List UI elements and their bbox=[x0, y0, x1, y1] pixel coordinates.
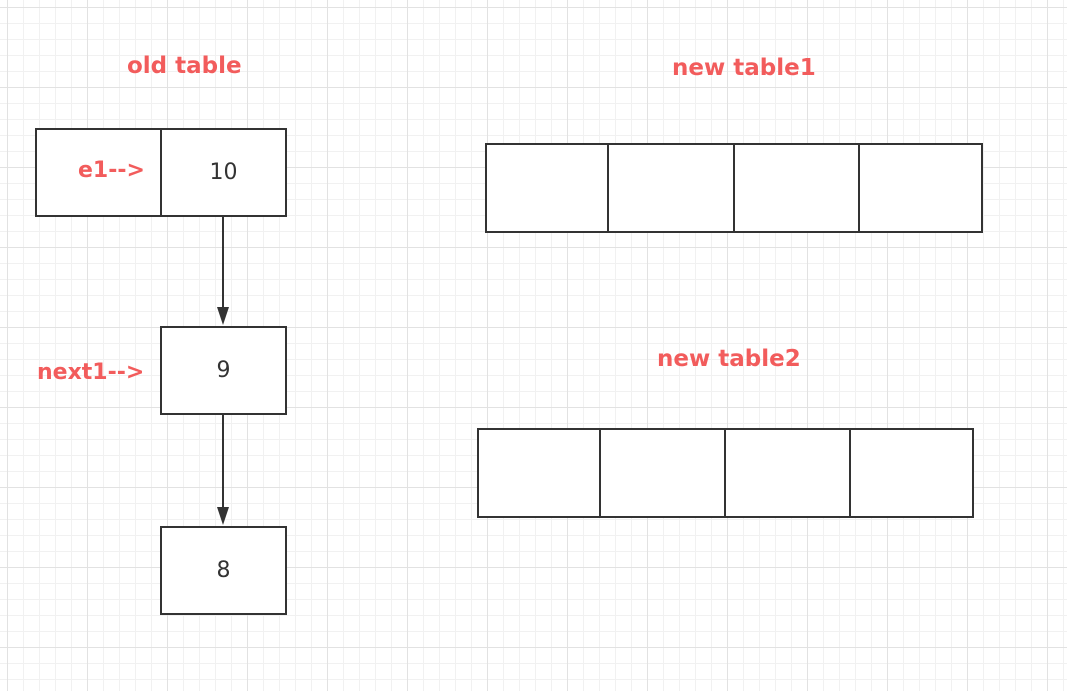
new-table2-title: new table2 bbox=[657, 346, 801, 372]
array-slot-divider bbox=[849, 430, 851, 516]
new-table2-array bbox=[477, 428, 974, 518]
next-arrow bbox=[217, 415, 229, 525]
array-slot-divider bbox=[599, 430, 601, 516]
array-slot-divider bbox=[724, 430, 726, 516]
node-value: 8 bbox=[216, 558, 231, 583]
array-slot-divider bbox=[858, 145, 860, 231]
new-table1-title: new table1 bbox=[672, 55, 816, 81]
linked-list-node: 9 bbox=[160, 326, 287, 415]
linked-list-node: 10 bbox=[160, 128, 287, 217]
pointer-label-next1: next1--> bbox=[37, 360, 145, 385]
linked-list-node: 8 bbox=[160, 526, 287, 615]
node-value: 10 bbox=[209, 160, 238, 185]
new-table1-array bbox=[485, 143, 983, 233]
old-table-title: old table bbox=[127, 53, 242, 79]
pointer-label-e1: e1--> bbox=[78, 158, 145, 183]
next-arrow bbox=[217, 217, 229, 325]
array-slot-divider bbox=[733, 145, 735, 231]
node-value: 9 bbox=[216, 358, 231, 383]
array-slot-divider bbox=[607, 145, 609, 231]
